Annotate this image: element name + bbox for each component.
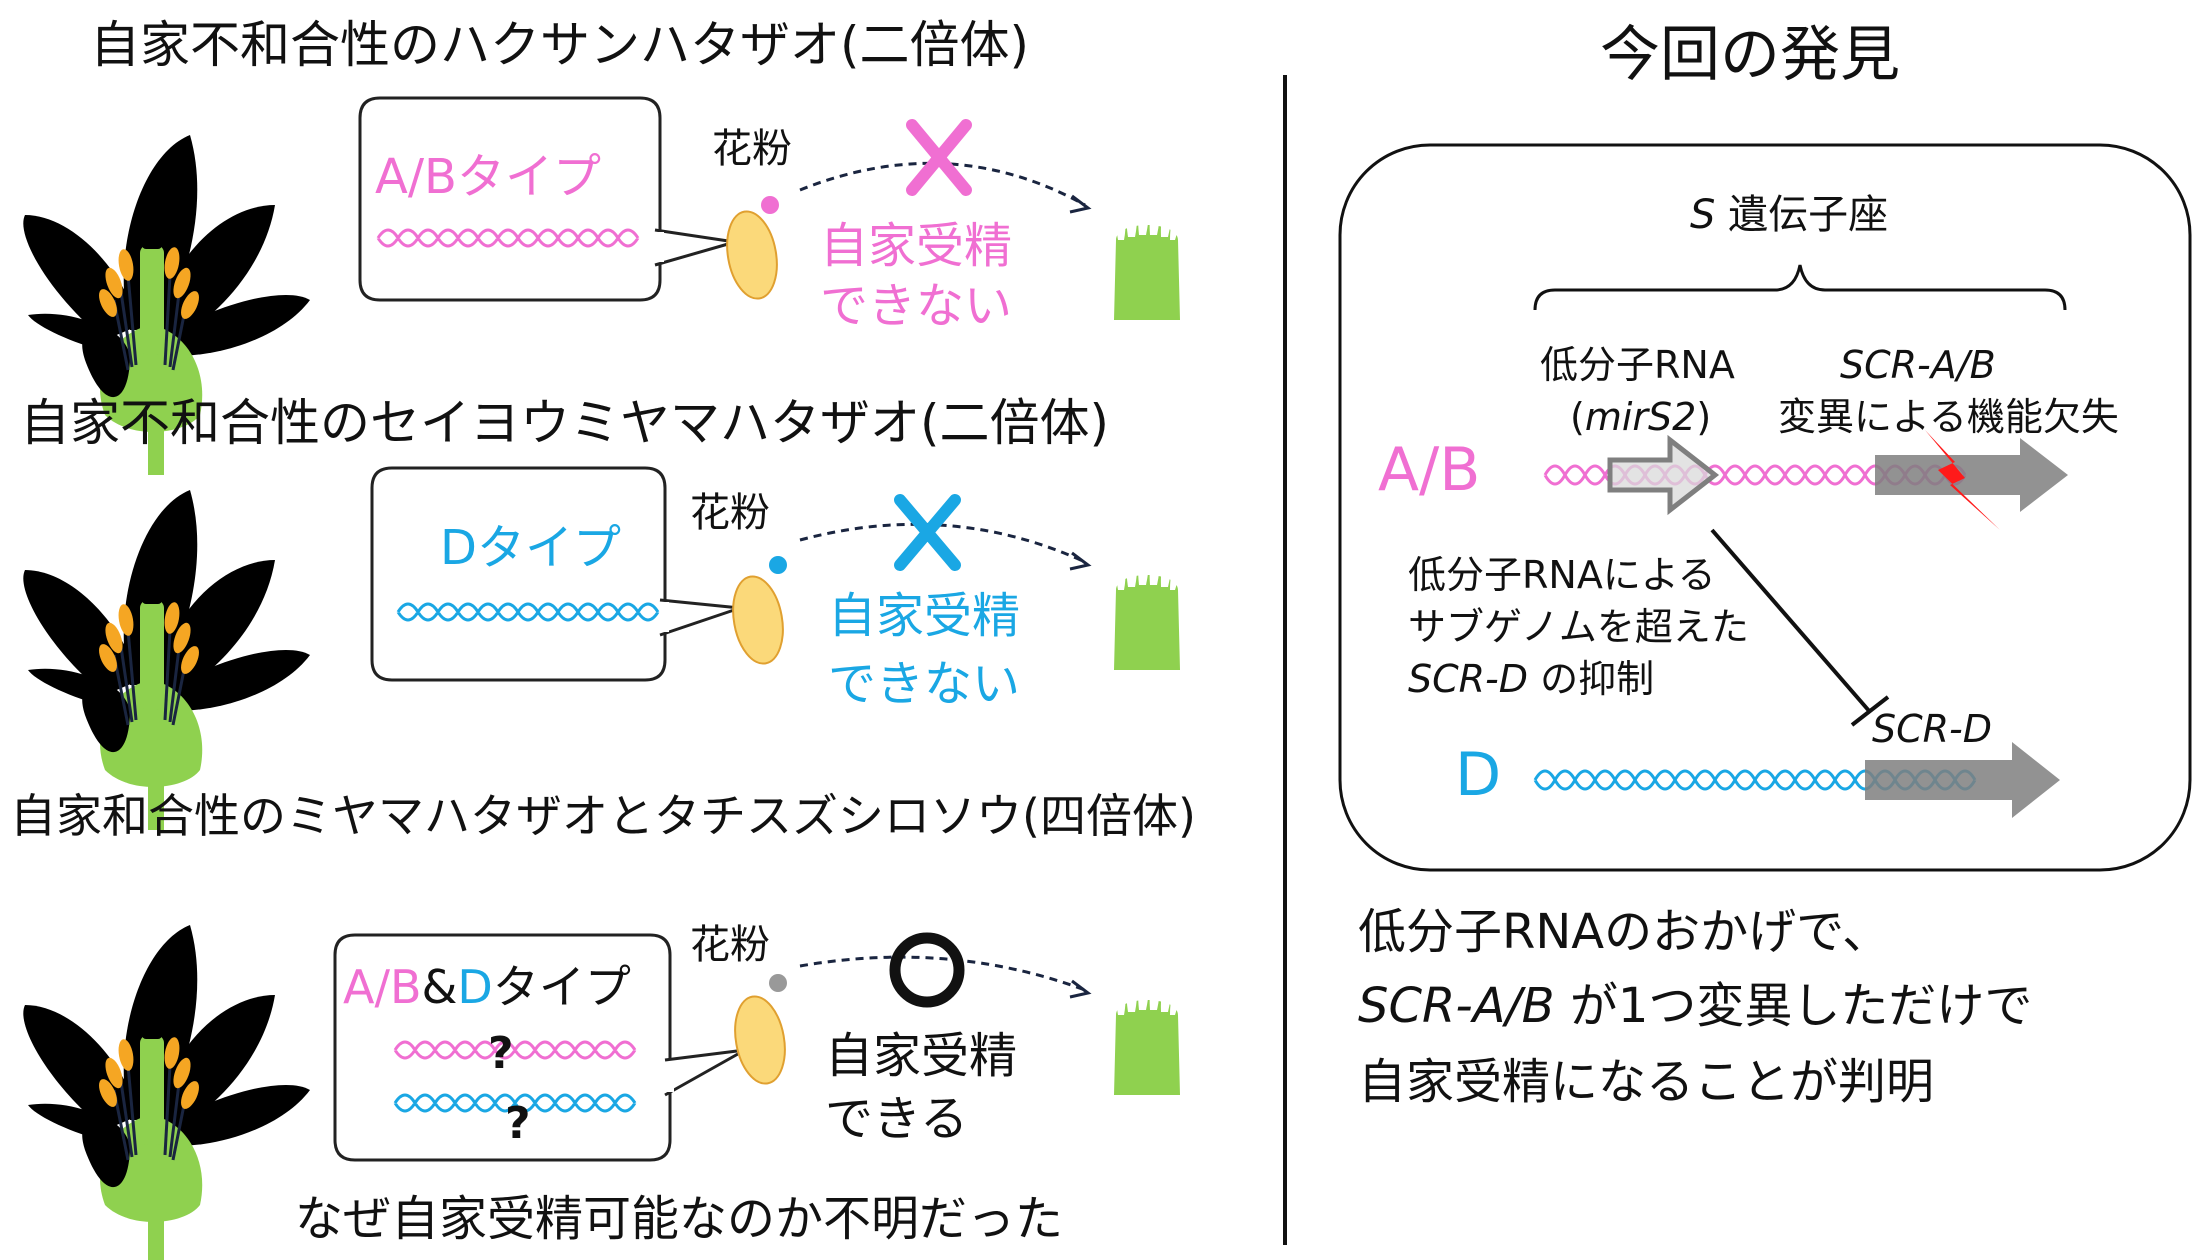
pollen-label-1: 花粉 — [712, 126, 792, 172]
scr-ab-desc: 変異による機能欠失 — [1778, 395, 2119, 439]
locus-brace — [1533, 264, 2067, 311]
mirs2-arrow — [1607, 434, 1720, 516]
row1-heading: 自家不和合性のハクサンハタザオ(二倍体) — [90, 16, 1029, 74]
pollination-arrow-1 — [799, 161, 1086, 207]
scr-d-name: SCR-D — [1872, 707, 1992, 751]
suppression-rest: の抑制 — [1528, 657, 1654, 701]
d-label: D — [1455, 740, 1501, 810]
question-mark-1: ? — [488, 1028, 514, 1079]
suppression-bar — [1850, 695, 1890, 727]
cross-mark-blue-icon — [894, 494, 961, 571]
row3-heading: 自家和合性のミヤマハタザオとタチスズシロソウ(四倍体) — [10, 789, 1196, 843]
pollination-arrow-2 — [799, 522, 1086, 564]
question-mark-2: ? — [505, 1098, 531, 1149]
dna-helix-ab — [376, 228, 640, 248]
speech-bubble-abd — [333, 933, 746, 1162]
small-rna-paren-close: ) — [1696, 395, 1711, 439]
small-rna-paren-open: ( — [1570, 395, 1585, 439]
suppression-line1: 低分子RNAによる — [1408, 553, 1716, 597]
bubble-type-ab: A/Bタイプ — [375, 149, 601, 205]
small-rna-name: mirS2 — [1585, 395, 1697, 439]
scr-d-arrow — [1865, 742, 2060, 818]
bubble-type-d: Dタイプ — [440, 520, 621, 576]
conclusion-line1: 低分子RNAのおかげで、 — [1358, 904, 1890, 960]
row-tetraploid: 自家和合性のミヤマハタザオとタチスズシロソウ(四倍体) #f3 .petal{f… — [10, 789, 1196, 1260]
result-1-line1: 自家受精 — [820, 218, 1012, 274]
locus-label: S 遺伝子座 — [1690, 192, 1888, 238]
suppression-scr-d: SCR-D — [1408, 657, 1528, 701]
anther-1 — [726, 210, 778, 300]
right-panel: 今回の発見 S 遺伝子座 低分子RNA (mirS2) SCR-A/B 変異によ… — [1338, 20, 2192, 1110]
row-ab-diploid: 自家不和合性のハクサンハタザオ(二倍体) #f1 .petal{fill:#ff… — [21, 16, 1180, 477]
locus-box — [1338, 143, 2192, 872]
pollen-label-3: 花粉 — [690, 922, 770, 968]
pollination-arrow-3 — [799, 955, 1086, 992]
cross-mark-pink-icon — [906, 119, 972, 196]
flower-gray-icon: #f3 .petal{fill:#ffffff;stroke:#999999;s… — [21, 923, 312, 1260]
bubble-type-amp: & — [422, 960, 458, 1014]
suppression-line — [1710, 528, 1872, 714]
anther-3 — [734, 995, 786, 1085]
locus-label-rest: 遺伝子座 — [1715, 192, 1888, 238]
pistil-gray-icon: #p3 .papillae path{stroke:#999999} — [1114, 972, 1180, 1095]
dna-helix-d-2 — [393, 1093, 637, 1113]
right-title: 今回の発見 — [1600, 20, 1900, 90]
conclusion-line3: 自家受精になることが判明 — [1358, 1054, 1934, 1110]
pollen-grain-pink — [761, 196, 779, 214]
bubble-type-d-part: D — [457, 960, 492, 1014]
locus-label-s: S — [1690, 192, 1715, 238]
dna-helix-d — [396, 602, 660, 622]
pistil-pink-icon: #p1 .papillae path{stroke:#f06fd2} — [1114, 197, 1180, 320]
bubble-type-abd: A/B&Dタイプ — [343, 960, 631, 1014]
anther-2 — [732, 575, 784, 665]
speech-bubble-d — [370, 466, 741, 682]
speech-bubble-ab — [358, 96, 736, 302]
pollen-grain-gray — [769, 974, 787, 992]
result-3-line2: できる — [825, 1091, 968, 1147]
ab-label: A/B — [1378, 435, 1480, 505]
flower-blue-icon: #f2 .petal{fill:#ffffff;stroke:#1aa7e4;s… — [21, 488, 312, 832]
conclusion-scr-ab: SCR-A/B — [1358, 978, 1555, 1034]
conclusion-rest: が1つ変異しただけで — [1555, 978, 2033, 1034]
scr-ab-arrow — [1875, 438, 2068, 512]
suppression-line3: SCR-D の抑制 — [1408, 657, 1654, 701]
pistil-blue-icon: #p2 .papillae path{stroke:#1aa7e4} — [1114, 547, 1180, 670]
suppression-line2: サブゲノムを超えた — [1408, 605, 1749, 649]
dna-helix-ab-2 — [393, 1040, 637, 1060]
small-rna-line1: 低分子RNA — [1540, 343, 1735, 387]
row3-footer: なぜ自家受精可能なのか不明だった — [295, 1191, 1063, 1247]
result-1-line2: できない — [820, 278, 1012, 334]
conclusion-line2: SCR-A/B が1つ変異しただけで — [1358, 978, 2032, 1034]
result-3-line1: 自家受精 — [825, 1028, 1017, 1084]
bubble-type-ab-part: A/B — [343, 960, 422, 1014]
bubble-type-suffix: タイプ — [493, 960, 631, 1014]
circle-mark-icon — [889, 932, 965, 1008]
scr-ab-name: SCR-A/B — [1840, 343, 1996, 387]
result-2-line2: できない — [828, 656, 1020, 712]
pollen-grain-blue — [769, 556, 787, 574]
pollen-label-2: 花粉 — [690, 490, 770, 536]
result-2-line1: 自家受精 — [828, 588, 1020, 644]
small-rna-line2: (mirS2) — [1570, 395, 1711, 439]
row2-heading: 自家不和合性のセイヨウミヤマハタザオ(二倍体) — [20, 394, 1109, 452]
row-d-diploid: 自家不和合性のセイヨウミヤマハタザオ(二倍体) #f2 .petal{fill:… — [20, 394, 1180, 832]
